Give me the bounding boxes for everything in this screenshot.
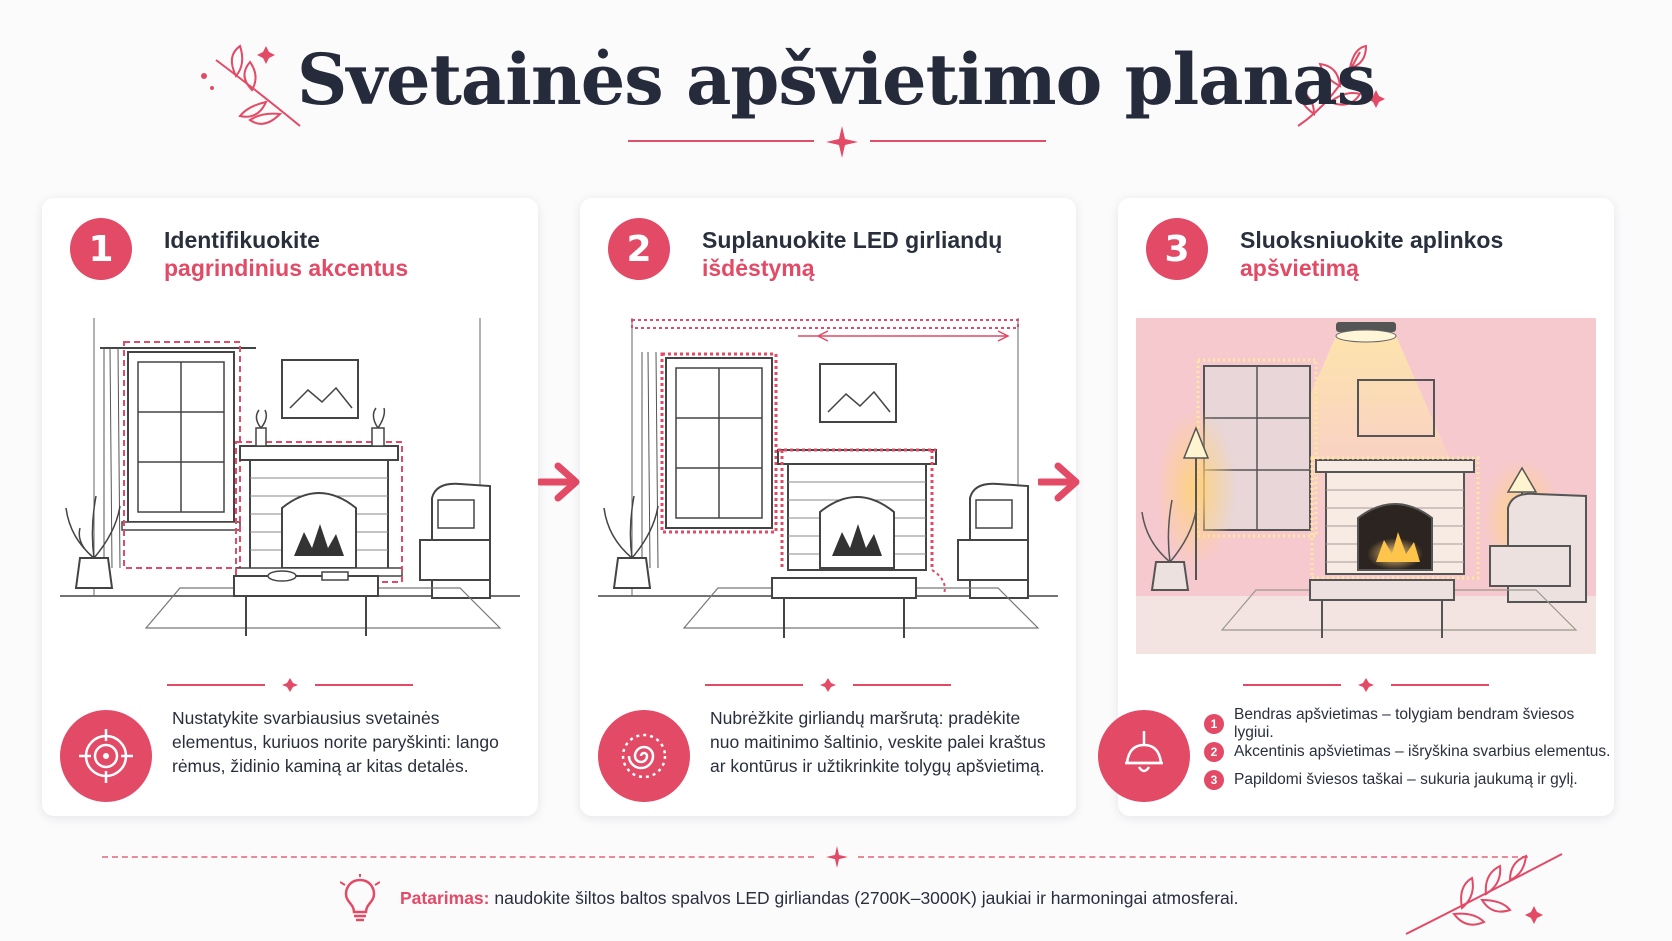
step-title-line1: Identifikuokite — [164, 227, 320, 253]
tip-label: Patarimas: — [400, 888, 490, 908]
target-icon — [79, 729, 133, 783]
title-rule-left — [628, 140, 814, 142]
leaf-ornament-bottom — [1405, 853, 1563, 935]
step-description: Nustatykite svarbiausius svetainės eleme… — [172, 708, 499, 776]
step-title-line2: išdėstymą — [702, 255, 815, 281]
step-title-line1: Suplanuokite LED girliandų — [702, 227, 1003, 253]
pendant-lamp-icon-badge — [1098, 710, 1190, 802]
section-divider — [705, 678, 951, 692]
step-title: Sluoksniuokite aplinkos apšvietimą — [1240, 226, 1503, 282]
step-title-line2: pagrindinius akcentus — [164, 255, 409, 281]
step-title-line1: Sluoksniuokite aplinkos — [1240, 227, 1504, 253]
leaf-ornament-right — [1296, 44, 1385, 127]
step-title: Identifikuokite pagrindinius akcentus — [164, 226, 408, 282]
step-title-line2: apšvietimą — [1240, 255, 1359, 281]
step-card-2: 2 Suplanuokite LED girliandų išdėstymą — [580, 198, 1076, 816]
step-number-badge: 1 — [70, 218, 132, 280]
room-sketch-accents — [60, 318, 520, 654]
list-number-badge: 3 — [1204, 770, 1224, 790]
lightbulb-icon — [340, 874, 380, 922]
section-divider — [1243, 678, 1489, 692]
step-number-badge: 2 — [608, 218, 670, 280]
leaf-ornament-left — [201, 44, 301, 127]
pendant-lamp-icon — [1125, 731, 1163, 773]
page-title: Svetainės apšvietimo planas — [296, 38, 1376, 121]
step-number-badge: 3 — [1146, 218, 1208, 280]
list-number-badge: 2 — [1204, 742, 1224, 762]
list-number-badge: 1 — [1204, 714, 1224, 734]
tip-rule-left — [102, 856, 814, 858]
tip-text: Patarimas: naudokite šiltos baltos spalv… — [400, 888, 1239, 909]
step-card-3: 3 Sluoksniuokite aplinkos apšvietimą — [1098, 198, 1614, 816]
title-rule-right — [870, 140, 1046, 142]
tip-body: naudokite šiltos baltos spalvos LED girl… — [489, 888, 1239, 908]
step-description: Nubrėžkite girliandų maršrutą: pradėkite… — [710, 708, 1046, 776]
spiral-icon-badge — [598, 710, 690, 802]
room-sketch-led-garland — [598, 318, 1058, 654]
arrow-right-icon — [1038, 462, 1080, 502]
section-divider — [167, 678, 413, 692]
step-card-1: 1 Identifikuokite pagrindinius akcentus — [42, 198, 538, 816]
sparkle-icon — [826, 846, 848, 868]
arrow-right-icon — [538, 462, 580, 502]
tip-rule-right — [858, 856, 1528, 858]
target-icon-badge — [60, 710, 152, 802]
sparkle-icon — [826, 126, 858, 158]
room-sketch-layered-lighting — [1136, 318, 1596, 654]
step-title: Suplanuokite LED girliandų išdėstymą — [702, 226, 1002, 282]
spiral-icon — [621, 733, 667, 779]
